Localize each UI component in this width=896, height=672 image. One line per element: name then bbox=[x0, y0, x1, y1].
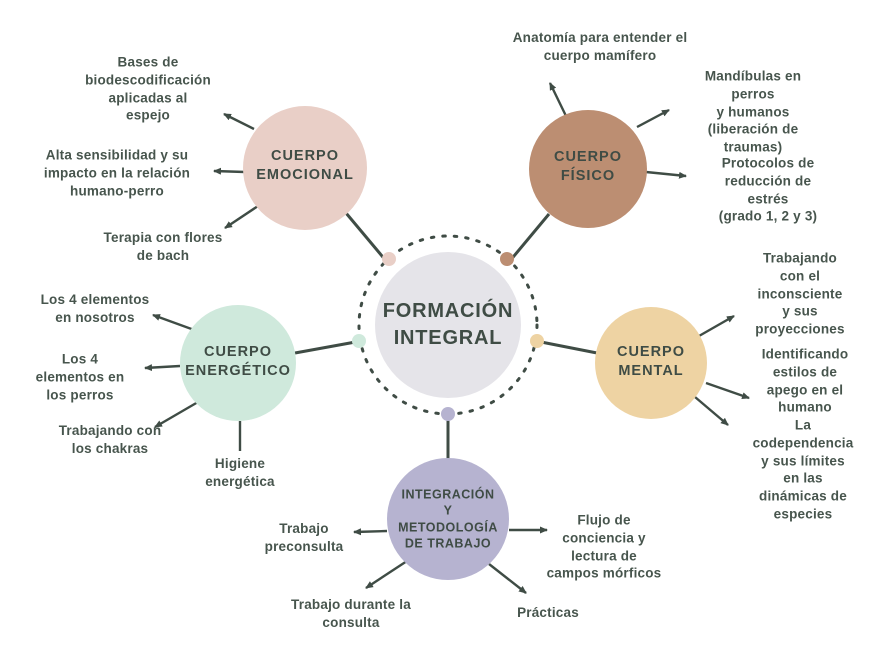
branch-liberacion-traumas: Mandíbulas en perros y humanos (liberaci… bbox=[704, 68, 802, 155]
ring-dot-mental bbox=[530, 334, 544, 348]
arrow-fisico-1 bbox=[548, 82, 568, 117]
branch-protocolos-estres: Protocolos de reducción de estrés (grado… bbox=[718, 155, 818, 224]
node-title-cuerpo-mental: CUERPO MENTAL bbox=[616, 344, 686, 379]
branch-practicas: Prácticas bbox=[517, 605, 579, 621]
ring-dot-energetico bbox=[352, 334, 366, 348]
ring-dot-integracion bbox=[441, 407, 455, 421]
arrow-mental-3 bbox=[694, 396, 729, 426]
branch-elementos-perros: Los 4 elementos en los perros bbox=[35, 351, 125, 402]
node-title-integracion: INTEGRACIÓN Y METODOLOGÍA DE TRABAJO bbox=[398, 487, 498, 551]
circle-cuerpo-emocional bbox=[243, 106, 367, 230]
connector-emocional bbox=[344, 212, 389, 263]
arrow-emocional-2 bbox=[213, 167, 246, 175]
connector-fisico bbox=[507, 213, 551, 263]
branch-estilos-apego: Identificando estilos de apego en el hum… bbox=[761, 346, 849, 415]
arrow-mental-2 bbox=[705, 381, 750, 400]
arrow-emocional-3 bbox=[224, 205, 259, 229]
branch-trabajo-preconsulta: Trabajo preconsulta bbox=[264, 521, 344, 554]
ring-dot-fisico bbox=[500, 252, 514, 266]
arrow-energetico-1 bbox=[152, 313, 198, 333]
branch-anatomia: Anatomía para entender el cuerpo mamífer… bbox=[512, 30, 688, 63]
branch-higiene-energetica: Higiene energética bbox=[205, 456, 275, 489]
branch-bases-biodescodificacion: Bases de biodescodificación aplicadas al… bbox=[85, 54, 211, 123]
circle-cuerpo-energetico bbox=[180, 305, 296, 421]
arrow-energetico-2 bbox=[144, 364, 181, 372]
node-title-cuerpo-energetico: CUERPO ENERGÉTICO bbox=[185, 344, 291, 379]
arrow-fisico-2 bbox=[636, 108, 670, 129]
arrow-mental-1 bbox=[698, 314, 735, 338]
branch-elementos-nosotros: Los 4 elementos en nosotros bbox=[40, 292, 150, 325]
branch-chakras: Trabajando con los chakras bbox=[58, 423, 162, 456]
branch-flujo-conciencia: Flujo de conciencia y lectura de campos … bbox=[546, 512, 662, 581]
branch-flores-de-bach: Terapia con flores de bach bbox=[103, 230, 223, 263]
center-circle bbox=[375, 252, 521, 398]
arrow-emocional-1 bbox=[223, 112, 255, 131]
branch-inconsciente: Trabajando con el inconsciente y sus pro… bbox=[755, 250, 845, 337]
connector-mental bbox=[535, 339, 598, 355]
arrow-fisico-3 bbox=[645, 170, 687, 179]
arrow-integracion-2 bbox=[365, 559, 408, 590]
ring-dot-emocional bbox=[382, 252, 396, 266]
node-title-cuerpo-fisico: CUERPO FÍSICO bbox=[553, 149, 623, 184]
node-title-cuerpo-emocional: CUERPO EMOCIONAL bbox=[256, 148, 354, 183]
branch-alta-sensibilidad: Alta sensibilidad y su impacto en la rel… bbox=[43, 147, 191, 198]
branch-trabajo-durante-consulta: Trabajo durante la consulta bbox=[291, 597, 411, 630]
branch-codependencia: La codependencia y sus límites en las di… bbox=[752, 417, 854, 522]
circle-cuerpo-fisico bbox=[529, 110, 647, 228]
center-node-title: FORMACIÓN INTEGRAL bbox=[382, 300, 514, 349]
arrow-integracion-1 bbox=[353, 528, 388, 536]
connector-energetico bbox=[294, 339, 362, 355]
arrow-integracion-4 bbox=[488, 563, 527, 594]
circle-cuerpo-mental bbox=[595, 307, 707, 419]
circle-integracion bbox=[387, 458, 509, 580]
arrow-energetico-3 bbox=[154, 400, 199, 429]
